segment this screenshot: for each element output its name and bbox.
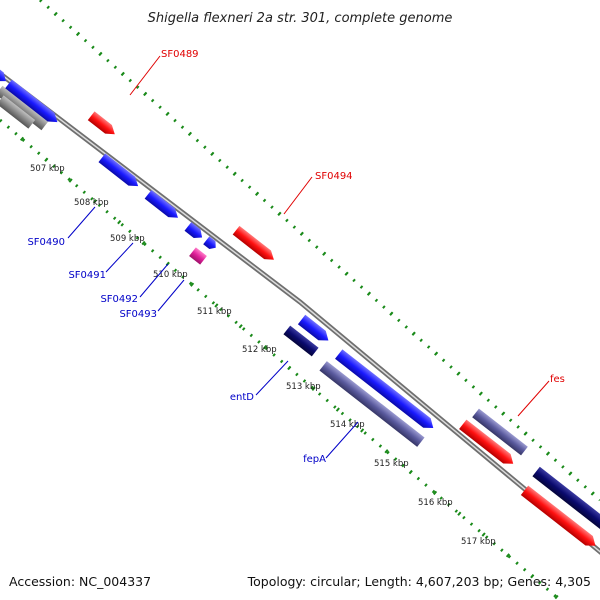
scale-tick-label: 510 kbp [153, 270, 188, 280]
gene-label-SF0490[interactable]: SF0490 [27, 237, 65, 248]
gene-slate-2[interactable] [472, 408, 528, 456]
gene-SF0489[interactable] [87, 111, 118, 138]
scale-tick-label: 511 kbp [197, 307, 232, 317]
gene-blue-1[interactable] [5, 79, 61, 127]
gene-fes[interactable] [459, 419, 517, 469]
gene-gray-2[interactable] [0, 95, 36, 129]
genome-summary-text: Topology: circular; Length: 4,607,203 bp… [247, 574, 591, 589]
gene-blue-mid[interactable] [297, 314, 332, 345]
scale-tick-label: 507 kbp [30, 164, 65, 174]
scale-tick-label: 512 kbp [242, 345, 277, 355]
gc-skew-track-outer [39, 0, 600, 502]
gene-label-SF0491[interactable]: SF0491 [68, 270, 106, 281]
gene-fepA[interactable] [319, 361, 425, 447]
scale-tick-label: 517 kbp [461, 537, 496, 547]
scale-tick-label: 508 kbp [74, 198, 109, 208]
gene-blue-0[interactable] [0, 64, 9, 86]
gene-label-SF0492[interactable]: SF0492 [100, 294, 138, 305]
gene-SF0491[interactable] [144, 189, 182, 222]
scale-tick-label: 513 kbp [286, 382, 321, 392]
gene-SF0492[interactable] [184, 222, 206, 242]
gene-red-lower[interactable] [520, 485, 599, 551]
label-leaders [67, 55, 550, 459]
gene-label-SF0494[interactable]: SF0494 [315, 171, 353, 182]
gene-label-fepA[interactable]: fepA [303, 454, 326, 465]
gene-gray-1[interactable] [0, 85, 49, 131]
gc-content-track-inner [0, 118, 561, 600]
gene-label-SF0489[interactable]: SF0489 [161, 49, 199, 60]
gene-SF0493[interactable] [189, 247, 207, 265]
accession-text: Accession: NC_004337 [9, 574, 151, 589]
gene-SF0493a[interactable] [203, 236, 219, 251]
scale-tick-label: 514 kbp [330, 420, 365, 430]
scale-tick-label: 515 kbp [374, 459, 409, 469]
scale-tick-label: 509 kbp [110, 234, 145, 244]
gene-entD[interactable] [283, 325, 319, 357]
gene-navy-2[interactable] [532, 466, 600, 530]
gene-fepA-upper[interactable] [335, 349, 437, 432]
gene-SF0494[interactable] [232, 225, 278, 264]
genome-backbone-highlight [0, 72, 600, 553]
gene-label-entD[interactable]: entD [230, 392, 254, 403]
genome-backbone [0, 70, 600, 555]
gene-label-SF0493[interactable]: SF0493 [119, 309, 157, 320]
gc-skew-track-outer-marks [38, 0, 600, 502]
gene-label-fes[interactable]: fes [550, 374, 565, 385]
gene-SF0490[interactable] [98, 153, 141, 191]
map-title: Shigella flexneri 2a str. 301, complete … [148, 11, 453, 26]
scale-tick-label: 516 kbp [418, 498, 453, 508]
